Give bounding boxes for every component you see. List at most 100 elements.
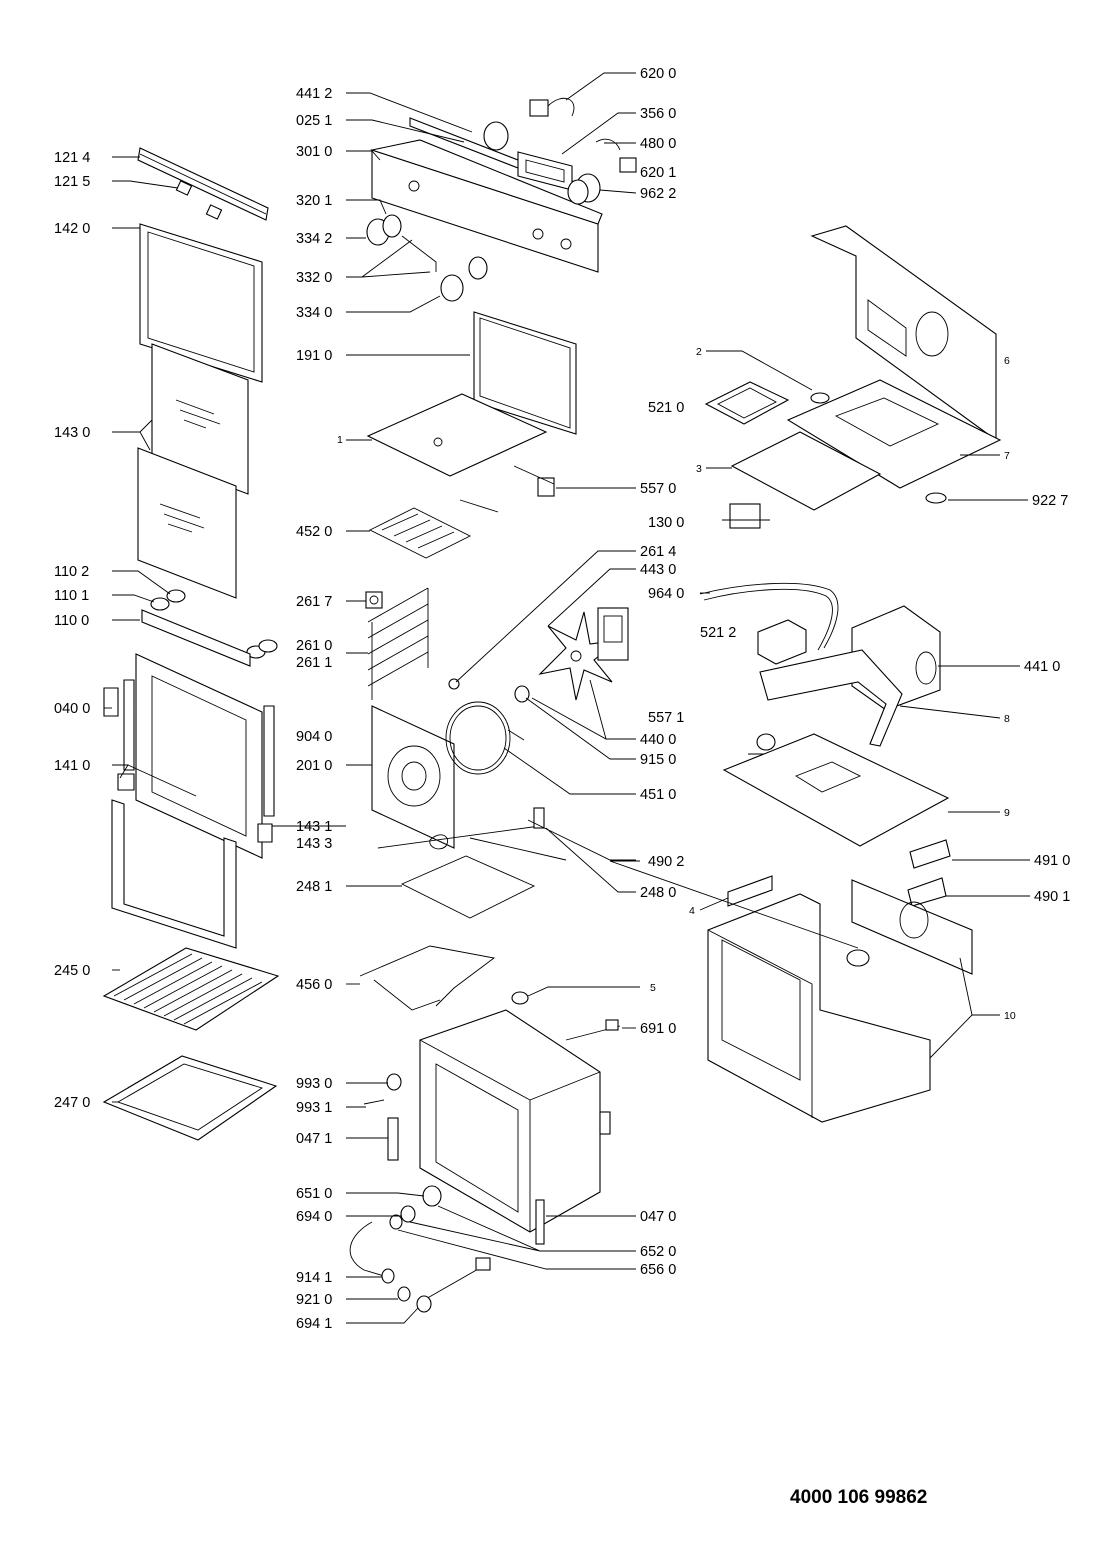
label-691-0: 691 0 — [640, 1021, 676, 1037]
cap-490-2 — [846, 949, 870, 967]
label-121-4: 121 4 — [54, 150, 90, 166]
callout-3: 3 — [696, 463, 702, 475]
label-025-1: 025 1 — [296, 113, 332, 129]
control-panel — [369, 139, 603, 273]
label-110-1: 110 1 — [54, 588, 89, 604]
label-651-0: 651 0 — [296, 1186, 332, 1202]
label-694-1: 694 1 — [296, 1316, 332, 1332]
fan-motor — [597, 607, 629, 661]
inner-glass-panes — [137, 343, 249, 599]
label-191-0: 191 0 — [296, 348, 332, 364]
outer-door-glass — [139, 223, 263, 383]
label-962-2: 962 2 — [640, 186, 676, 202]
air-duct — [759, 649, 903, 747]
label-110-2: 110 2 — [54, 564, 89, 580]
selector-switches — [529, 97, 637, 173]
label-443-0: 443 0 — [640, 562, 676, 578]
label-320-1: 320 1 — [296, 193, 332, 209]
outer-casing — [707, 879, 973, 1123]
washers — [810, 392, 947, 504]
baking-tray — [102, 1055, 278, 1141]
label-620-1: 620 1 — [640, 165, 676, 181]
label-521-0: 521 0 — [648, 400, 684, 416]
label-620-0: 620 0 — [640, 66, 676, 82]
lamp-holder — [365, 591, 383, 609]
label-110-0: 110 0 — [54, 613, 89, 629]
lower-element — [359, 945, 496, 1011]
oven-cavity — [419, 1009, 611, 1233]
door-top-trim — [137, 147, 269, 221]
label-490-2: 490 2 — [648, 854, 684, 870]
hose — [699, 582, 839, 651]
label-993-0: 993 0 — [296, 1076, 332, 1092]
label-915-0: 915 0 — [640, 752, 676, 768]
label-301-0: 301 0 — [296, 144, 332, 160]
label-456-0: 456 0 — [296, 977, 332, 993]
thermostat-557-0 — [513, 465, 555, 497]
label-356-0: 356 0 — [640, 106, 676, 122]
door-seal-frame — [111, 799, 237, 949]
label-143-1: 143 1 — [296, 819, 332, 835]
label-245-0: 245 0 — [54, 963, 90, 979]
label-261-7: 261 7 — [296, 594, 332, 610]
door-hinges — [103, 679, 275, 843]
side-rack — [367, 587, 429, 700]
part-labels: 620 0 441 2 356 0 025 1 480 0 301 0 121 … — [54, 66, 1070, 1332]
callout-9: 9 — [1004, 807, 1010, 819]
label-261-4: 261 4 — [640, 544, 676, 560]
label-248-1: 248 1 — [296, 879, 332, 895]
document-number: 4000 106 99862 — [790, 1487, 928, 1508]
trim-clips — [175, 180, 223, 220]
rotisserie-spit — [377, 807, 545, 850]
callout-1: 1 — [337, 434, 343, 446]
door-discs — [150, 589, 278, 659]
grill-element — [368, 499, 499, 559]
label-334-2: 334 2 — [296, 231, 332, 247]
foot-5 — [511, 991, 529, 1005]
callout-4: 4 — [689, 905, 695, 917]
label-452-0: 452 0 — [296, 524, 332, 540]
label-964-0: 964 0 — [648, 586, 684, 602]
label-047-0: 047 0 — [640, 1209, 676, 1225]
label-656-0: 656 0 — [640, 1262, 676, 1278]
probe-cable — [349, 1221, 491, 1313]
label-047-1: 047 1 — [296, 1131, 332, 1147]
knob-bushings — [483, 121, 601, 205]
terminal-block — [909, 839, 951, 869]
label-441-0: 441 0 — [1024, 659, 1060, 675]
label-143-3: 143 3 — [296, 836, 332, 852]
callout-2: 2 — [696, 346, 702, 358]
screws-993 — [363, 1073, 402, 1105]
label-921-0: 921 0 — [296, 1292, 332, 1308]
label-491-0: 491 0 — [1034, 853, 1070, 869]
label-247-0: 247 0 — [54, 1095, 90, 1111]
label-922-7: 922 7 — [1032, 493, 1068, 509]
door-profile — [141, 609, 251, 667]
top-shield — [722, 733, 950, 847]
callout-7: 7 — [1004, 450, 1010, 462]
label-521-2: 521 2 — [700, 625, 736, 641]
circular-element — [445, 701, 525, 775]
callout-8: 8 — [1004, 713, 1010, 725]
label-261-1: 261 1 — [296, 655, 332, 671]
label-904-0: 904 0 — [296, 729, 332, 745]
label-694-0: 694 0 — [296, 1209, 332, 1225]
label-480-0: 480 0 — [640, 136, 676, 152]
callout-5: 5 — [650, 982, 656, 994]
label-130-0: 130 0 — [648, 515, 684, 531]
label-142-0: 142 0 — [54, 221, 90, 237]
label-261-0: 261 0 — [296, 638, 332, 654]
label-993-1: 993 1 — [296, 1100, 332, 1116]
top-plate — [366, 393, 548, 477]
label-248-0: 248 0 — [640, 885, 676, 901]
thermostat-sensor — [565, 1019, 621, 1041]
callout-6: 6 — [1004, 355, 1010, 367]
wire-shelf — [102, 947, 280, 1031]
label-141-0: 141 0 — [54, 758, 90, 774]
label-652-0: 652 0 — [640, 1244, 676, 1260]
leader-lines — [104, 72, 1030, 1324]
label-490-1: 490 1 — [1034, 889, 1070, 905]
duct-4 — [727, 875, 773, 907]
label-557-0: 557 0 — [640, 481, 676, 497]
